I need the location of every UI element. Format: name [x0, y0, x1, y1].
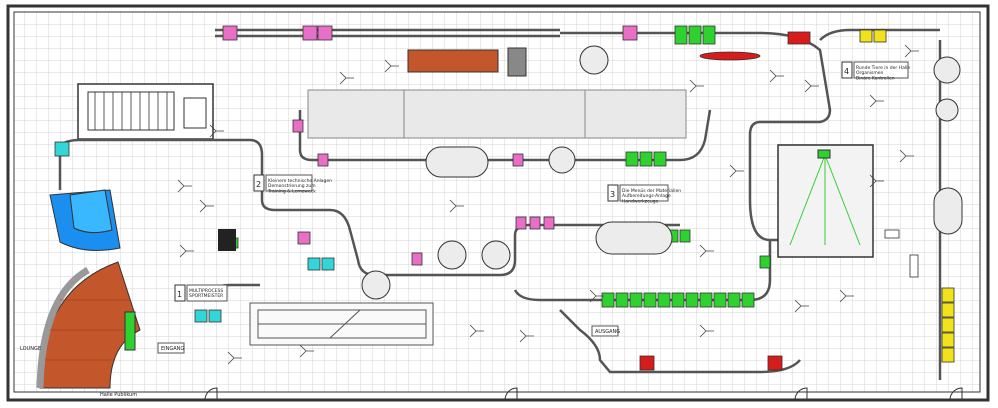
side-label: LOUNGE — [20, 346, 41, 352]
plant-icons — [177, 44, 919, 365]
blue-seating — [49, 189, 121, 251]
display-wall-top — [307, 89, 687, 139]
zone-number-4: 4 — [844, 67, 849, 76]
gray-box — [507, 47, 527, 77]
round-machines — [361, 45, 963, 300]
green-stations — [229, 25, 771, 308]
display-table-bottom — [249, 302, 434, 346]
cyan-stations — [54, 141, 335, 323]
orange-belt — [407, 49, 499, 73]
control-cabinet — [218, 229, 236, 251]
bottom-left-label: Halle Publikum — [100, 392, 137, 398]
bottom-doors — [204, 387, 963, 401]
zone-markers: 2 1 3 4 — [174, 61, 853, 302]
pink-stations — [222, 25, 638, 266]
entrance-label: EINGANG — [161, 346, 184, 352]
right-furniture — [884, 229, 919, 278]
zone-number-2: 2 — [256, 180, 261, 189]
door-labels: EINGANG AUSGANG LOUNGE Halle Publikum — [20, 325, 620, 398]
inner-wall — [13, 11, 981, 393]
outer-wall — [6, 4, 990, 402]
inspection-zone — [777, 144, 874, 258]
zone-number-1: 1 — [177, 290, 182, 299]
amphitheater — [36, 261, 141, 389]
zone-number-3: 3 — [610, 190, 615, 199]
stairwell — [77, 83, 214, 140]
exit-label: AUSGANG — [595, 329, 620, 335]
